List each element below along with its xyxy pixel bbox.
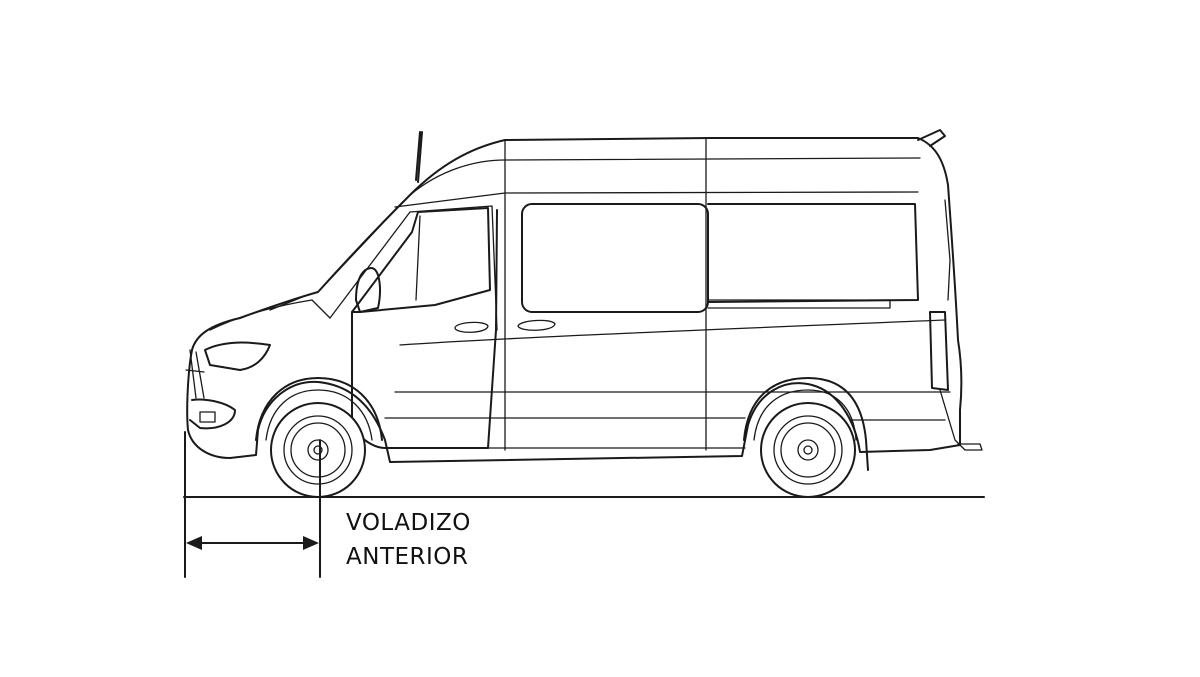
overhang-label-line2: ANTERIOR (346, 544, 469, 570)
van-body (185, 129, 983, 471)
arrowhead-left (186, 536, 202, 550)
front-wheel (270, 402, 366, 498)
overhang-label-line1: VOLADIZO (346, 510, 471, 536)
overhang-dimension (184, 431, 321, 578)
rear-wheel (760, 402, 856, 498)
arrowhead-right (303, 536, 319, 550)
